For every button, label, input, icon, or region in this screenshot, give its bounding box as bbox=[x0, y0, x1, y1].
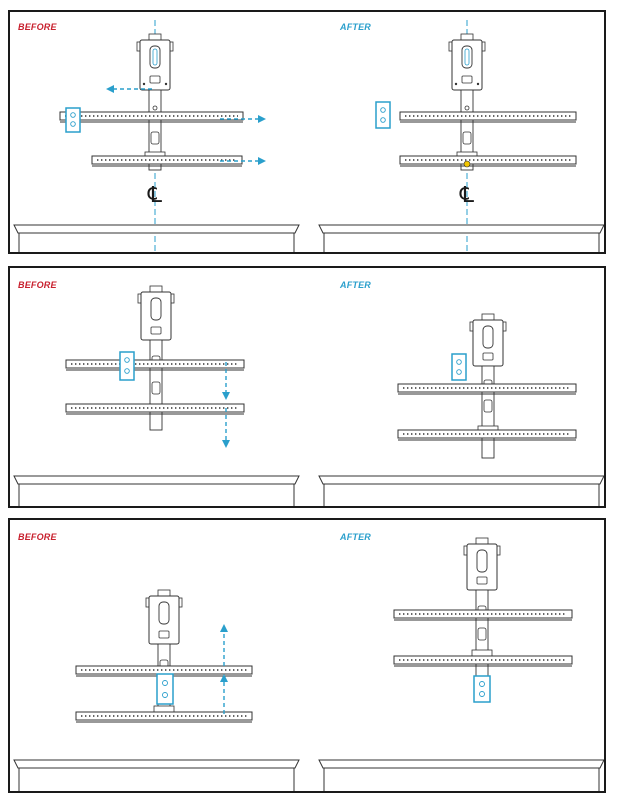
rail-icon bbox=[394, 656, 572, 666]
outlet-icon bbox=[376, 102, 390, 128]
tv-icon bbox=[14, 225, 299, 254]
outlet-icon bbox=[157, 674, 173, 704]
arrow-icon bbox=[106, 85, 266, 165]
rail-icon bbox=[60, 112, 243, 122]
rail-icon bbox=[76, 712, 252, 722]
panel-2-illustration bbox=[10, 268, 606, 508]
outlet-icon bbox=[452, 354, 466, 380]
mount-icon bbox=[464, 538, 500, 676]
mount-icon bbox=[449, 34, 485, 170]
panel-3-illustration bbox=[10, 520, 606, 793]
tv-icon bbox=[319, 225, 604, 254]
rail-icon bbox=[66, 404, 244, 414]
outlet-icon bbox=[474, 676, 490, 702]
tv-icon bbox=[14, 476, 299, 508]
panel-lower-mount: BEFORE AFTER bbox=[8, 266, 606, 508]
panel-center-alignment: BEFORE AFTER bbox=[8, 10, 606, 254]
mount-icon bbox=[137, 34, 173, 170]
rail-icon bbox=[394, 610, 572, 620]
rail-icon bbox=[92, 156, 242, 166]
rail-icon bbox=[400, 112, 576, 122]
tv-icon bbox=[14, 760, 299, 793]
rail-icon bbox=[66, 360, 244, 370]
rail-icon bbox=[398, 430, 576, 440]
panel-1-illustration: ℄ bbox=[10, 12, 606, 254]
tv-icon bbox=[319, 476, 604, 508]
outlet-icon bbox=[66, 108, 80, 132]
centerline-icon: ℄ bbox=[147, 183, 163, 208]
centerline-icon: ℄ bbox=[459, 183, 475, 208]
tv-icon bbox=[319, 760, 604, 793]
outlet-icon bbox=[120, 352, 134, 380]
rail-icon bbox=[398, 384, 576, 394]
highlight-icon bbox=[464, 161, 470, 167]
panel-raise-mount: BEFORE AFTER bbox=[8, 518, 606, 793]
rail-icon bbox=[400, 156, 576, 166]
